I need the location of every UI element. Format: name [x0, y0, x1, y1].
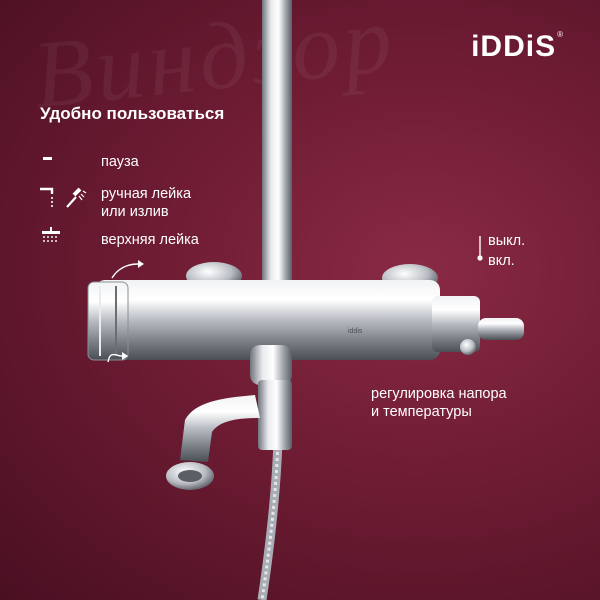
brand-logo: iDDiS® [471, 30, 564, 64]
diverter-knob [460, 339, 476, 355]
switch-indicator-icon [477, 236, 483, 261]
feature-hand-shower-line2: или излив [101, 204, 169, 220]
switch-on-label: вкл. [488, 253, 515, 269]
headline: Удобно пользоваться [40, 104, 225, 123]
feature-pause-label: пауза [101, 154, 139, 170]
rotate-down-arrow-icon [107, 353, 123, 363]
right-lever [478, 318, 524, 340]
regulation-line1: регулировка напора [371, 386, 507, 402]
left-handle [87, 281, 129, 361]
pause-icon [43, 157, 52, 160]
feature-hand-shower-label: ручная лейка или излив [101, 185, 191, 221]
regulation-label: регулировка напора и температуры [371, 385, 507, 421]
feature-hand-shower-line1: ручная лейка [101, 186, 192, 202]
spout-connector [250, 345, 292, 385]
body-marking: iddis [348, 328, 363, 335]
brand-logo-text: iDDiS [471, 30, 557, 63]
hand-shower-icon [66, 187, 87, 208]
registered-mark: ® [557, 30, 564, 39]
bath-spout [180, 395, 260, 462]
shower-hose [257, 439, 283, 600]
right-handle [432, 296, 480, 352]
overhead-shower-icon [42, 227, 60, 242]
thermostat-body [95, 280, 440, 360]
switch-off-label: выкл. [488, 233, 526, 249]
regulation-line2: и температуры [371, 404, 472, 420]
rotate-up-arrow-icon [111, 263, 139, 279]
shower-riser-pipe [262, 0, 292, 285]
hose-connector [258, 380, 292, 450]
feature-overhead-shower-label: верхняя лейка [101, 232, 199, 248]
spout-icon [40, 187, 54, 207]
